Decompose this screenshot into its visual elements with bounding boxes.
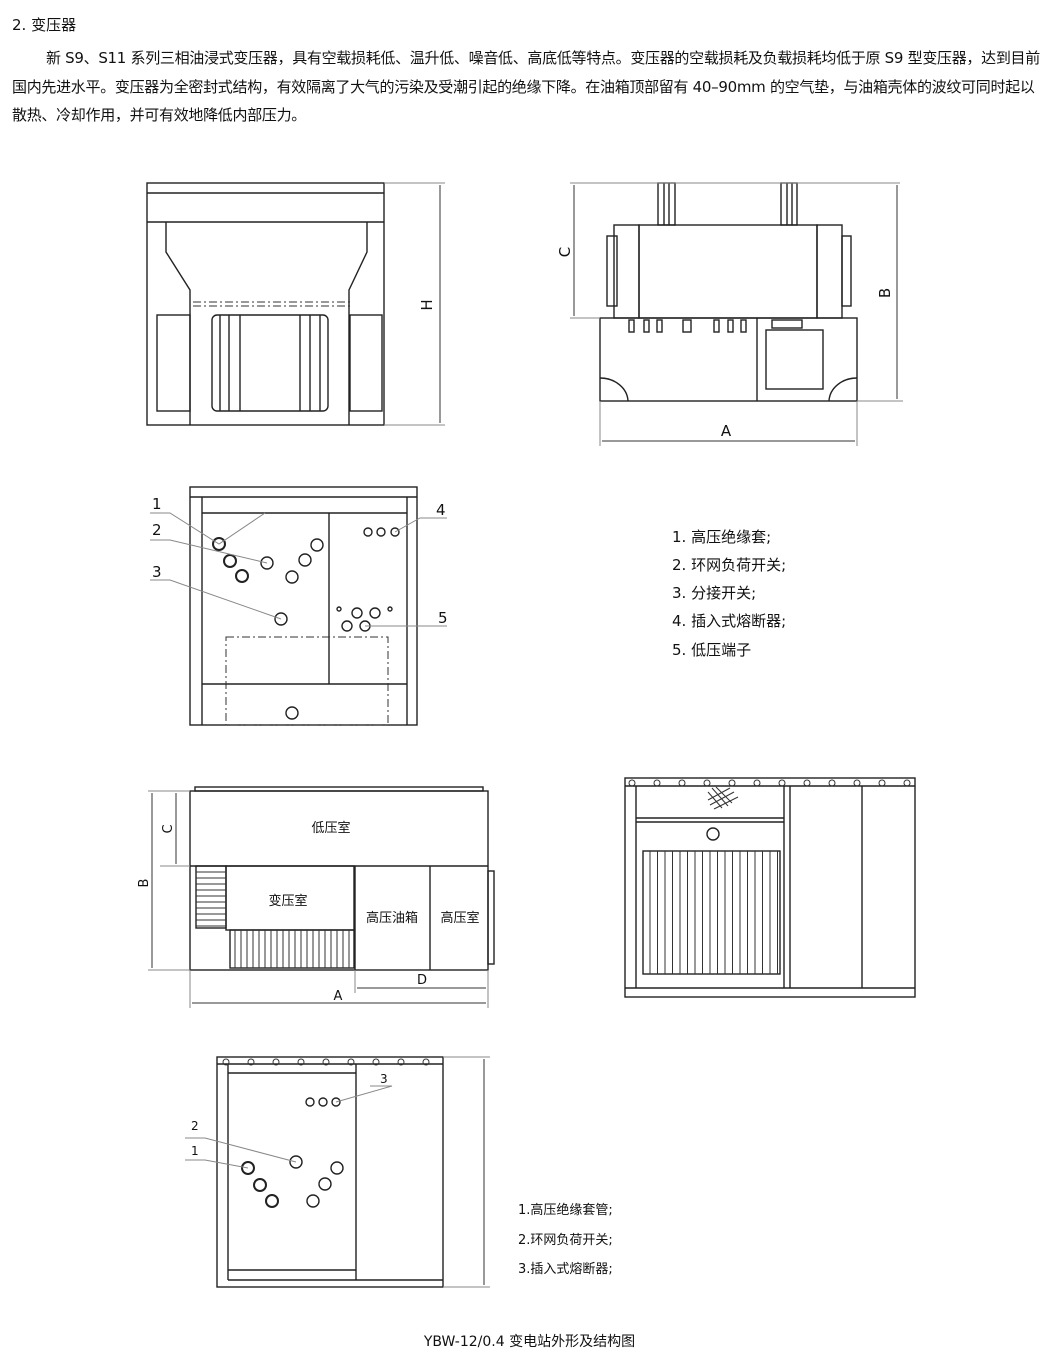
substation-elevation [624, 777, 916, 998]
dim-B: B [876, 288, 894, 298]
transformer-side-view: C B A [556, 182, 903, 446]
bolt-icon [903, 779, 911, 787]
vent-grille-icon [707, 786, 739, 810]
figure-caption: YBW-12/0.4 变电站外形及结构图 [423, 1334, 636, 1350]
section-heading: 2. 变压器 [12, 16, 77, 34]
dim-H: H [418, 299, 436, 310]
legend1-item: 4. 插入式熔断器; [672, 612, 786, 630]
bolt-icon [878, 779, 886, 787]
bolt-icon [853, 779, 861, 787]
substation-top-view-2: 3 2 1 [185, 1056, 490, 1288]
bolt-icon [422, 1058, 430, 1066]
bolt-icon [272, 1058, 280, 1066]
dim-C-2: C [161, 824, 176, 833]
substation-top-view: 1 2 3 4 5 [150, 486, 448, 726]
dim-A-2: A [334, 989, 343, 1004]
bolt-icon [297, 1058, 305, 1066]
callout-4: 4 [436, 501, 446, 519]
callout-2: 2 [152, 521, 162, 539]
callout-3: 3 [152, 563, 162, 581]
legend1-item: 3. 分接开关; [672, 584, 756, 602]
callout-2b: 2 [191, 1119, 199, 1133]
bolt-icon [222, 1058, 230, 1066]
room-hv: 高压室 [440, 910, 479, 926]
dim-C: C [556, 247, 574, 257]
callout-1: 1 [152, 495, 162, 513]
bolt-icon [678, 779, 686, 787]
bolt-icon [778, 779, 786, 787]
intro-paragraph: 新 S9、S11 系列三相油浸式变压器，具有空载损耗低、温升低、噪音低、高底低等… [12, 49, 1040, 124]
dim-B-2: B [137, 879, 152, 888]
legend1-item: 1. 高压绝缘套; [672, 528, 771, 546]
legend2-item: 1.高压绝缘套管; [518, 1202, 613, 1218]
room-transformer: 变压室 [268, 893, 307, 909]
bolt-icon [703, 779, 711, 787]
bolt-icon [628, 779, 636, 787]
bolt-icon [753, 779, 761, 787]
callout-3b: 3 [380, 1072, 388, 1086]
dim-A: A [721, 422, 732, 440]
legend1-item: 5. 低压端子 [672, 641, 751, 659]
callout-5: 5 [438, 609, 448, 627]
legend2-item: 3.插入式熔断器; [518, 1262, 613, 1277]
callout-1b: 1 [191, 1144, 199, 1158]
dim-D: D [417, 973, 427, 988]
legend2-item: 2.环网负荷开关; [518, 1233, 613, 1248]
legend-2: 1.高压绝缘套管; 2.环网负荷开关; 3.插入式熔断器; [518, 1202, 613, 1277]
room-low-voltage: 低压室 [311, 820, 350, 836]
legend1-item: 2. 环网负荷开关; [672, 556, 786, 574]
bolt-icon [347, 1058, 355, 1066]
bolt-icon [653, 779, 661, 787]
transformer-front-view: H [146, 182, 445, 426]
bolt-icon [397, 1058, 405, 1066]
bolt-icon [828, 779, 836, 787]
bolt-icon [372, 1058, 380, 1066]
bolt-icon [322, 1058, 330, 1066]
legend-1: 1. 高压绝缘套; 2. 环网负荷开关; 3. 分接开关; 4. 插入式熔断器;… [672, 528, 786, 659]
bolt-icon [728, 779, 736, 787]
room-layout-plan: 低压室 变压室 高压油箱 高压室 C B D A [137, 786, 495, 1008]
bolt-icon [803, 779, 811, 787]
bolt-icon [247, 1058, 255, 1066]
room-hv-tank: 高压油箱 [366, 910, 418, 926]
